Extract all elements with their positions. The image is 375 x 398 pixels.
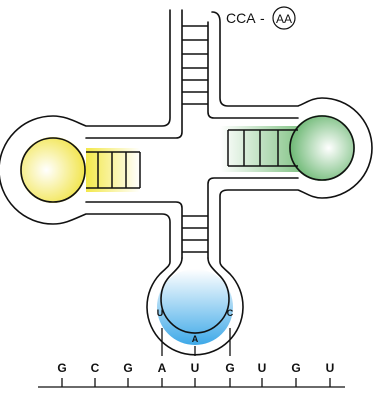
anticodon: U A C <box>157 308 234 344</box>
loop-fills <box>20 115 355 345</box>
right-loop-inner <box>289 115 355 181</box>
mrna-base: G <box>291 361 300 375</box>
mrna-base: U <box>258 361 267 375</box>
cca-dash: - <box>260 10 265 26</box>
base-pair-rungs <box>86 25 298 253</box>
right-loop-fill <box>289 115 355 181</box>
mrna-base: U <box>326 361 335 375</box>
mrna-base: C <box>91 361 100 375</box>
mrna-base: G <box>225 361 234 375</box>
mrna-base: G <box>123 361 132 375</box>
acceptor-end-label: CCA - AA <box>226 6 296 30</box>
backbone-outer <box>0 9 373 356</box>
cca-label: CCA <box>226 10 256 26</box>
bottom-loop-inner <box>160 257 230 334</box>
bottom-loop-fill <box>157 269 233 345</box>
backbone-inner-right-bottom <box>207 177 299 259</box>
anticodon-base-2: A <box>192 334 199 344</box>
backbone-inner-top-left <box>85 9 183 139</box>
anticodon-base-1: U <box>157 308 164 318</box>
codon-pairing-lines <box>161 328 231 356</box>
anticodon-base-3: C <box>227 308 234 318</box>
right-stem-fill <box>220 126 306 172</box>
left-loop-fill <box>20 137 86 203</box>
mrna-base: A <box>158 361 167 375</box>
mrna-base: U <box>191 361 200 375</box>
trna-outline <box>0 9 373 356</box>
mrna-base: G <box>57 361 66 375</box>
amino-acid-circle <box>272 6 296 30</box>
amino-acid-label: AA <box>276 12 292 26</box>
mrna-ticks <box>61 378 331 387</box>
left-loop-inner <box>20 137 86 203</box>
backbone-inner-top-right <box>207 21 299 119</box>
left-stem-fill <box>86 148 140 192</box>
backbone-inner-left-bottom <box>85 201 183 259</box>
